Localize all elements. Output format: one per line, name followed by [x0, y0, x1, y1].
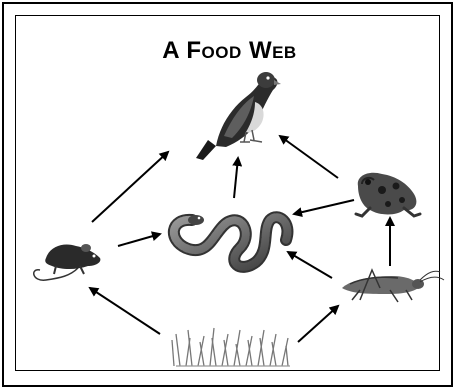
arrow-grass-to-mouse	[90, 288, 160, 334]
mouse-icon	[34, 244, 101, 280]
arrow-mouse-to-hawk	[92, 152, 168, 222]
arrow-mouse-to-snake	[118, 234, 160, 246]
grass-icon	[172, 328, 290, 366]
arrow-snake-to-hawk	[234, 158, 238, 198]
arrow-frog-to-snake	[294, 200, 354, 214]
arrow-grass-to-grasshopper	[298, 306, 338, 342]
hawk-icon	[196, 72, 281, 160]
snake-icon	[174, 215, 288, 267]
arrow-grasshopper-to-snake	[288, 252, 332, 278]
arrow-frog-to-hawk	[280, 136, 338, 178]
frog-icon	[356, 173, 420, 216]
grasshopper-icon	[342, 270, 444, 302]
